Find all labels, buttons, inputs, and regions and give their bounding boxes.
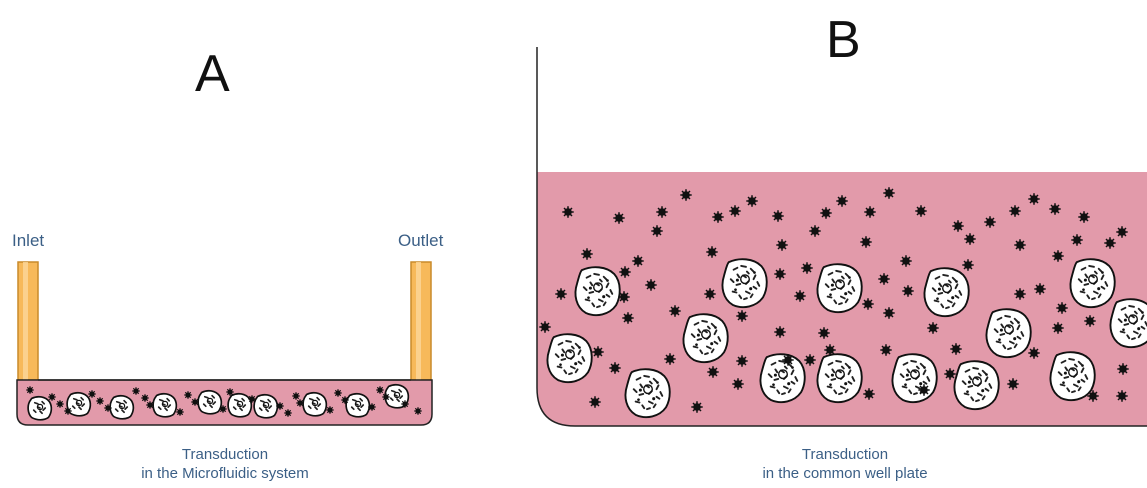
viral-vector-icon	[1104, 237, 1115, 248]
cell-icon	[924, 268, 968, 316]
viral-vector-icon	[1009, 205, 1020, 216]
viral-vector-icon	[984, 216, 995, 227]
viral-vector-icon	[1028, 193, 1039, 204]
caption-a-line1: Transduction	[100, 445, 350, 464]
panel-b-label: B	[826, 14, 861, 66]
viral-vector-icon	[191, 398, 199, 406]
viral-vector-icon	[96, 397, 104, 405]
viral-vector-icon	[1078, 211, 1089, 222]
viral-vector-icon	[772, 210, 783, 221]
viral-vector-icon	[334, 389, 342, 397]
viral-vector-icon	[64, 407, 72, 415]
viral-vector-icon	[226, 388, 234, 396]
viral-vector-icon	[680, 189, 691, 200]
viral-vector-icon	[88, 390, 96, 398]
viral-vector-icon	[401, 400, 409, 408]
caption-b-line1: Transduction	[720, 445, 970, 464]
cell-icon	[254, 395, 277, 418]
viral-vector-icon	[562, 206, 573, 217]
viral-vector-icon	[26, 386, 34, 394]
viral-vector-icon	[341, 396, 349, 404]
microfluidic-device	[17, 262, 432, 425]
cell-icon	[722, 259, 766, 307]
cell-icon	[954, 361, 998, 409]
cell-icon	[153, 394, 176, 417]
viral-vector-icon	[712, 211, 723, 222]
viral-vector-icon	[376, 386, 384, 394]
cell-icon	[575, 267, 619, 315]
viral-vector-icon	[292, 392, 300, 400]
well-plate	[537, 47, 1147, 426]
cell-icon	[892, 354, 936, 402]
viral-vector-icon	[146, 401, 154, 409]
viral-vector-icon	[613, 212, 624, 223]
viral-vector-icon	[184, 391, 192, 399]
viral-vector-icon	[809, 225, 820, 236]
cell-icon	[986, 309, 1030, 357]
caption-b-line2: in the common well plate	[720, 464, 970, 483]
viral-vector-icon	[776, 239, 787, 250]
viral-vector-icon	[368, 403, 376, 411]
viral-vector-icon	[706, 246, 717, 257]
viral-vector-icon	[248, 395, 256, 403]
viral-vector-icon	[651, 225, 662, 236]
viral-vector-icon	[1049, 203, 1060, 214]
caption-microfluidic: Transduction in the Microfluidic system	[100, 445, 350, 483]
viral-vector-icon	[836, 195, 847, 206]
cell-icon	[1050, 352, 1094, 400]
viral-vector-icon	[860, 236, 871, 247]
viral-vector-icon	[414, 407, 422, 415]
outlet-label: Outlet	[398, 231, 443, 251]
cell-icon	[303, 393, 326, 416]
viral-vector-icon	[915, 205, 926, 216]
viral-vector-icon	[382, 393, 390, 401]
viral-vector-icon	[729, 205, 740, 216]
viral-vector-icon	[104, 404, 112, 412]
viral-vector-icon	[326, 406, 334, 414]
viral-vector-icon	[48, 393, 56, 401]
viral-vector-icon	[952, 220, 963, 231]
viral-vector-icon	[176, 408, 184, 416]
caption-a-line2: in the Microfluidic system	[100, 464, 350, 483]
cell-icon	[817, 264, 861, 312]
viral-vector-icon	[964, 233, 975, 244]
cell-icon	[67, 393, 90, 416]
caption-well-plate: Transduction in the common well plate	[720, 445, 970, 483]
viral-vector-icon	[1071, 234, 1082, 245]
viral-vector-icon	[219, 405, 227, 413]
viral-vector-icon	[56, 400, 64, 408]
cell-icon	[110, 396, 133, 419]
viral-vector-icon	[746, 195, 757, 206]
cell-icon	[198, 391, 221, 414]
viral-vector-icon	[820, 207, 831, 218]
viral-vector-icon	[1116, 226, 1127, 237]
viral-vector-icon	[864, 206, 875, 217]
viral-vector-icon	[284, 409, 292, 417]
viral-vector-icon	[276, 402, 284, 410]
cell-icon	[346, 394, 369, 417]
viral-vector-icon	[656, 206, 667, 217]
cell-icon	[625, 369, 669, 417]
cell-icon	[228, 394, 251, 417]
cell-icon	[817, 354, 861, 402]
viral-vector-icon	[883, 187, 894, 198]
cell-icon	[760, 354, 804, 402]
cell-icon	[1110, 299, 1147, 347]
cell-icon	[28, 397, 51, 420]
cell-icon	[547, 334, 591, 382]
viral-vector-icon	[132, 387, 140, 395]
cell-icon	[683, 314, 727, 362]
cell-icon	[1070, 259, 1114, 307]
viral-vector-icon	[296, 399, 304, 407]
inlet-label: Inlet	[12, 231, 44, 251]
viral-vector-icon	[1014, 239, 1025, 250]
viral-vector-icon	[141, 394, 149, 402]
panel-a-label: A	[195, 48, 230, 100]
